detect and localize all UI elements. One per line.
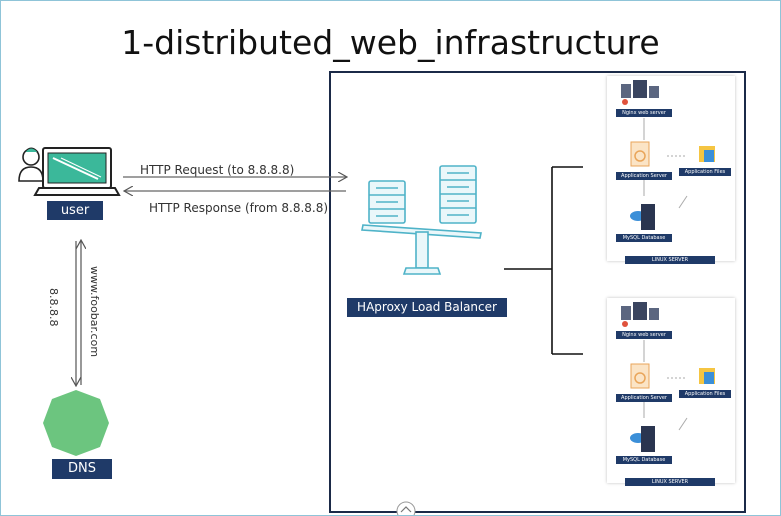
mysql-database-icon	[630, 426, 655, 452]
http-response-label: HTTP Response (from 8.8.8.8)	[149, 201, 329, 215]
dns-octagon	[43, 390, 109, 456]
app-files-label: Application Files	[679, 390, 731, 398]
laptop-icon	[33, 147, 121, 196]
user-person-icon	[18, 147, 44, 182]
user-label: user	[47, 201, 103, 220]
application-files-icon	[699, 368, 715, 384]
infrastructure-frame	[329, 71, 746, 513]
application-server-icon	[630, 141, 650, 167]
mysql-database-icon	[630, 204, 655, 230]
app-server-label: Application Server	[616, 172, 672, 180]
linux-server-footer: LINUX SERVER	[625, 256, 715, 264]
application-server-icon	[630, 363, 650, 389]
load-balancer-icon	[361, 165, 482, 275]
http-request-label: HTTP Request (to 8.8.8.8)	[140, 163, 295, 177]
application-files-icon	[699, 146, 715, 162]
dns-response-ip-label: 8.8.8.8	[47, 288, 60, 327]
mysql-label: MySQL Database	[616, 456, 672, 464]
load-balancer-label: HAproxy Load Balancer	[347, 298, 507, 317]
app-files-label: Application Files	[679, 168, 731, 176]
server-graphics	[621, 80, 715, 230]
linux-server-card: Nginx web server Application Server Appl…	[607, 76, 735, 264]
linux-server-footer: LINUX SERVER	[625, 478, 715, 486]
nginx-label: Nginx web server	[616, 109, 672, 117]
balancer-to-servers-connector	[504, 166, 583, 355]
dns-label: DNS	[52, 459, 112, 479]
mysql-label: MySQL Database	[616, 234, 672, 242]
nginx-server-icon	[621, 80, 659, 105]
linux-server-card: Nginx web server Application Server Appl…	[607, 298, 735, 486]
nginx-label: Nginx web server	[616, 331, 672, 339]
dns-query-domain-label: www.foobar.com	[88, 266, 101, 358]
diagram-title: 1-distributed_web_infrastructure	[121, 23, 660, 62]
app-server-label: Application Server	[616, 394, 672, 402]
collapse-handle-icon	[396, 501, 416, 515]
server-graphics	[621, 302, 715, 452]
nginx-server-icon	[621, 302, 659, 327]
